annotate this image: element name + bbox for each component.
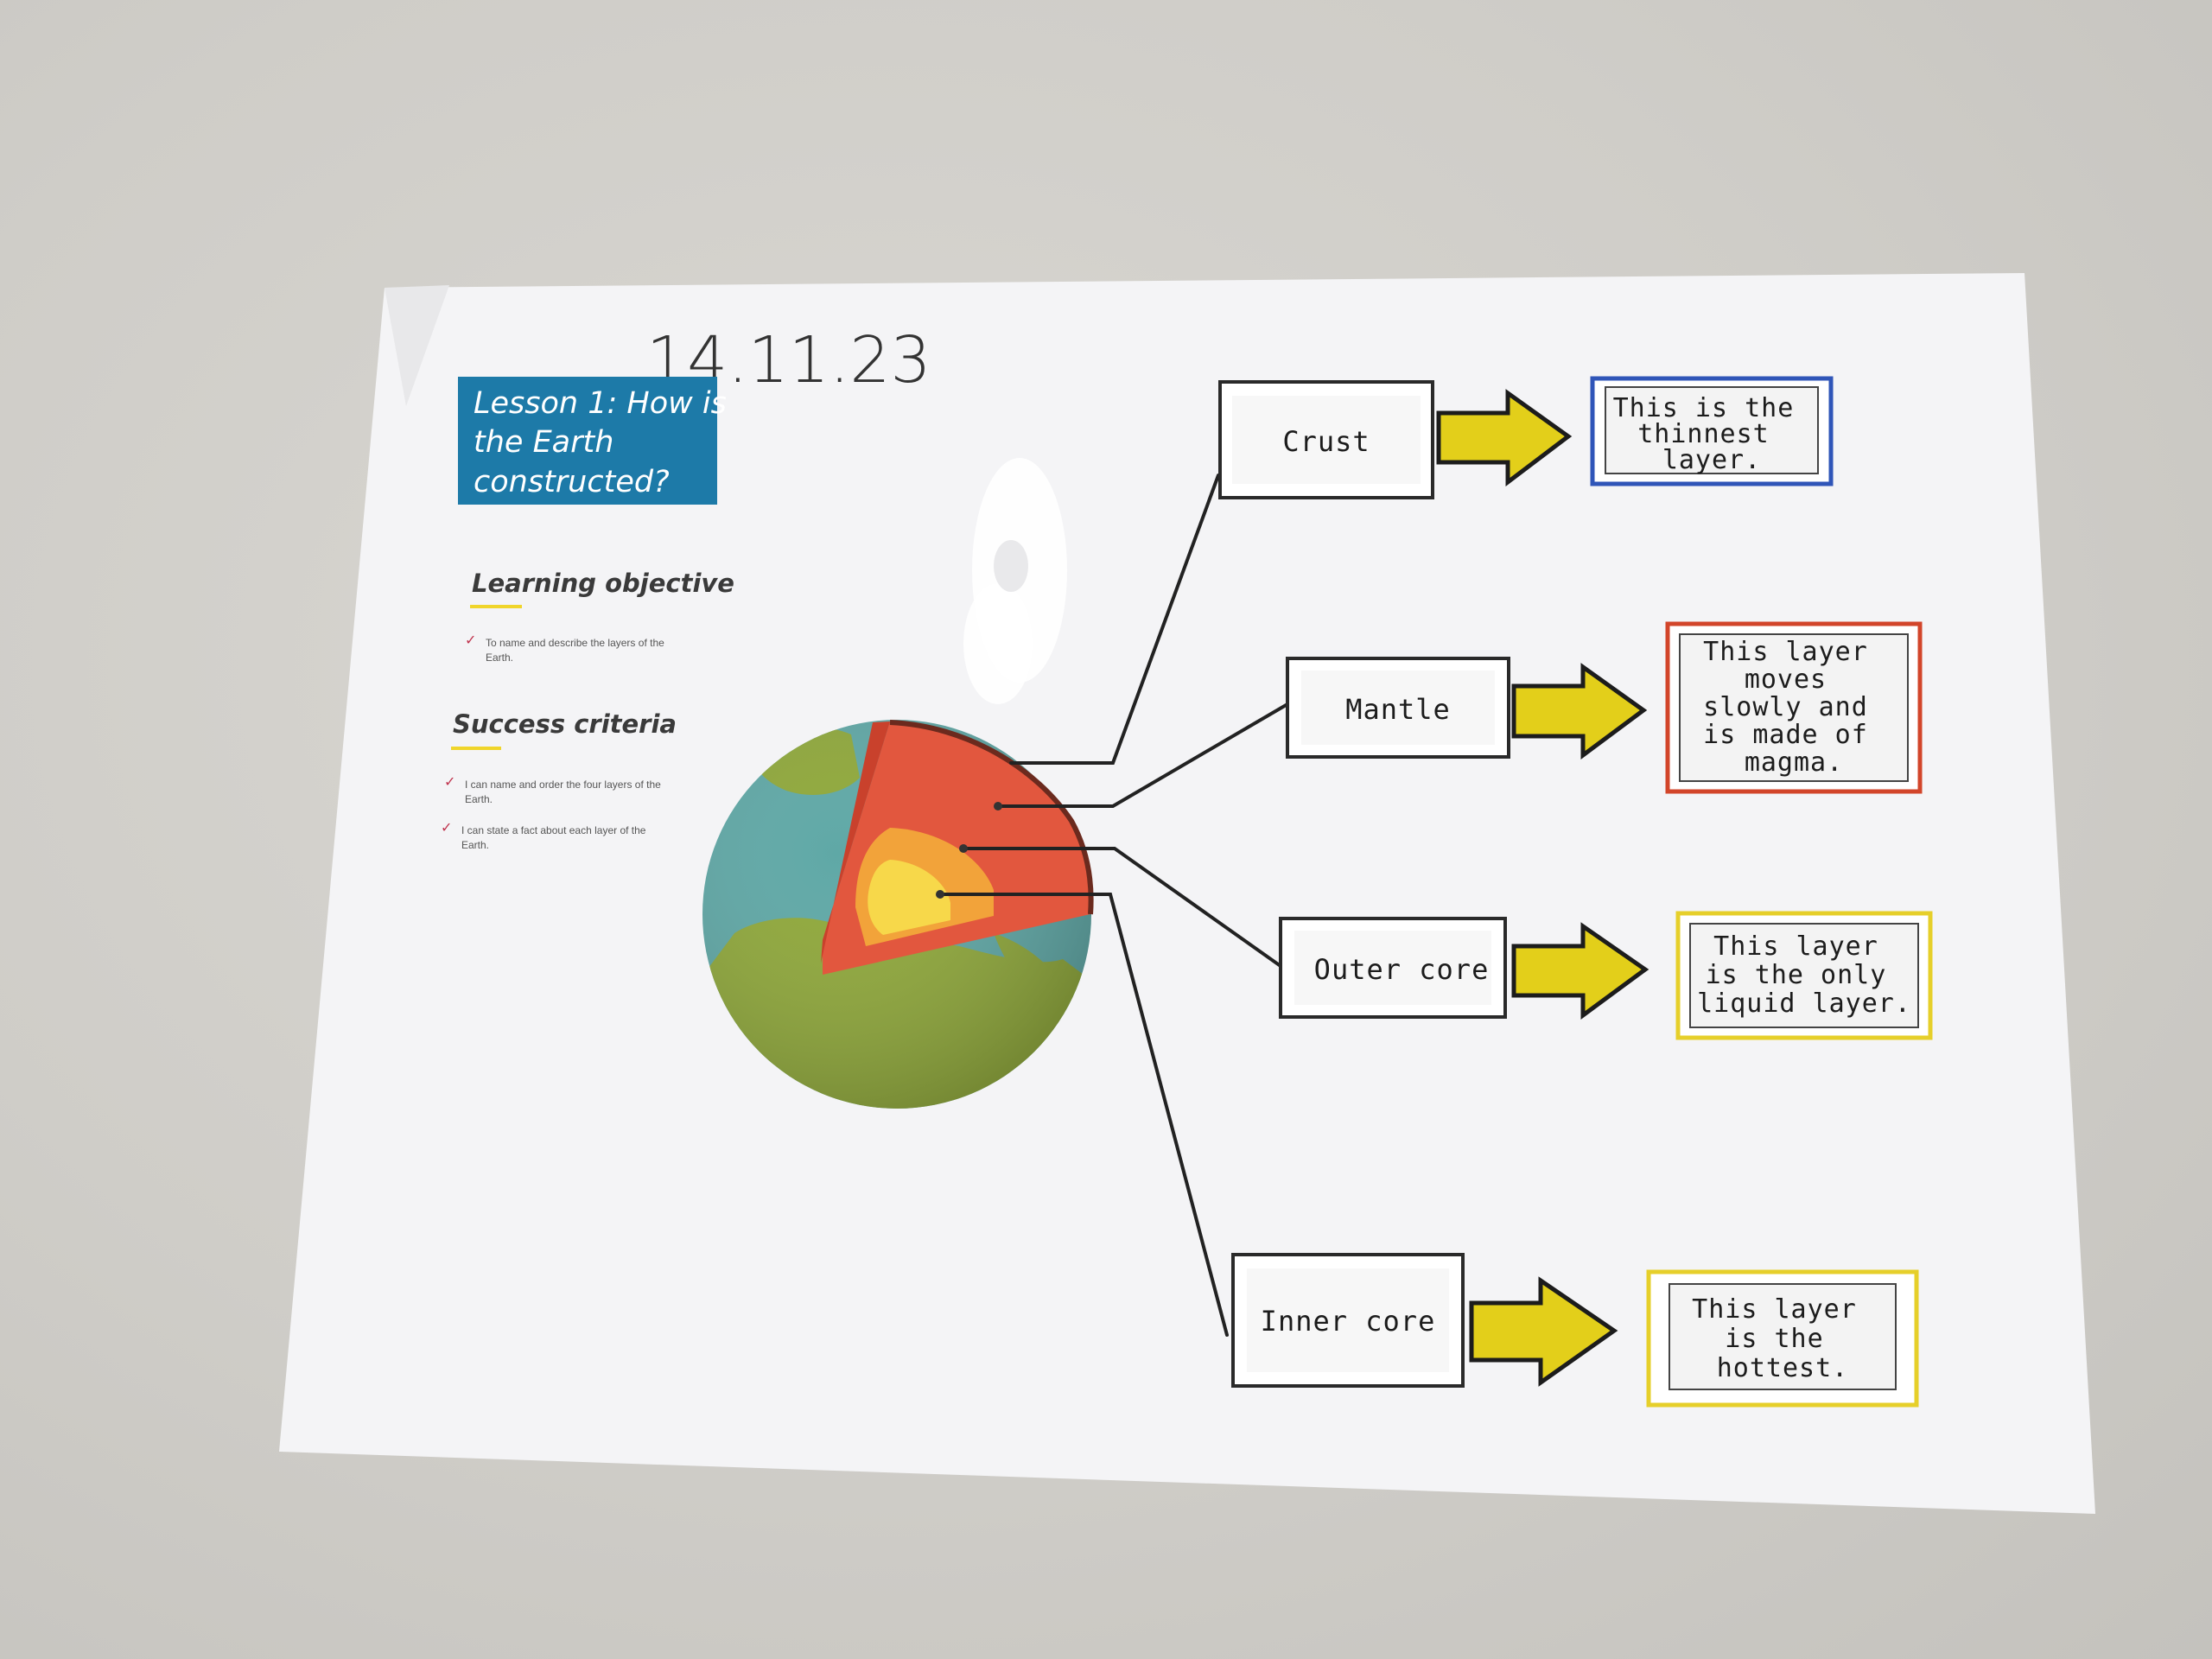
outer-core-row: Outer core This layer is the only liquid…: [1279, 911, 1933, 1040]
inner-core-connector: [938, 893, 1229, 1337]
fact-line: liquid layer.: [1697, 988, 1911, 1019]
heading-underline: [451, 747, 501, 750]
fact-line: magma.: [1745, 747, 1843, 778]
success-criteria-item: I can name and order the four layers of …: [465, 779, 664, 805]
fact-line: This layer: [1692, 1294, 1857, 1325]
crust-connector: [1009, 474, 1220, 765]
mantle-connector: [996, 702, 1289, 808]
lesson-title-line: Lesson 1: How is: [474, 386, 727, 421]
fact-line: This is the: [1613, 393, 1795, 423]
lesson-title-line: the Earth: [474, 425, 613, 460]
mantle-arrow-icon: [1511, 663, 1648, 760]
fact-line: is the only: [1706, 960, 1887, 990]
heading-underline: [470, 605, 522, 608]
lesson-title: Lesson 1: How is the Earth constructed?: [474, 386, 736, 499]
outer-core-fact: This layer is the only liquid layer.: [1697, 931, 1911, 1019]
earth-cutaway-illustration: [702, 720, 1094, 1109]
outer-core-connector: [962, 847, 1282, 968]
fact-line: moves: [1745, 664, 1827, 695]
fact-line: is the: [1725, 1324, 1823, 1354]
mantle-fact: This layer moves slowly and is made of m…: [1703, 637, 1885, 778]
paper-sheet: [279, 273, 2095, 1514]
fact-line: hottest.: [1717, 1353, 1849, 1383]
inner-core-label: Inner core: [1261, 1305, 1436, 1338]
success-criteria-heading: Success criteria: [453, 709, 677, 739]
tick-icon: ✓: [465, 632, 476, 648]
crust-arrow-icon: [1436, 389, 1573, 487]
outer-core-label: Outer core: [1314, 953, 1490, 986]
connector-lines: [936, 474, 1289, 1337]
inner-core-section: [868, 860, 950, 935]
mantle-label: Mantle: [1345, 693, 1451, 726]
fact-line: slowly and: [1703, 692, 1868, 722]
inner-core-fact: This layer is the hottest.: [1692, 1294, 1873, 1383]
fact-line: layer.: [1662, 445, 1761, 475]
fact-line: This layer: [1713, 931, 1878, 962]
crust-label: Crust: [1282, 425, 1370, 458]
learning-objective-item: To name and describe the layers of the E…: [486, 637, 667, 664]
fact-line: This layer: [1703, 637, 1868, 667]
tick-icon: ✓: [441, 819, 452, 836]
fact-line: is made of: [1703, 720, 1868, 750]
learning-objective-heading: Learning objective: [472, 569, 734, 598]
paper-fold: [385, 285, 449, 406]
success-criteria-item: I can state a fact about each layer of t…: [461, 824, 649, 851]
lesson-title-banner: [458, 377, 717, 505]
outer-core-arrow-icon: [1511, 922, 1649, 1020]
mantle-row: Mantle This layer moves slowly and is ma…: [1286, 621, 1923, 794]
crust-row: Crust This is the thinnest layer.: [1218, 376, 1834, 499]
glue-smudge: [963, 458, 1067, 704]
inner-core-arrow-icon: [1469, 1276, 1618, 1387]
tick-icon: ✓: [444, 773, 455, 790]
crust-fact: This is the thinnest layer.: [1613, 393, 1811, 475]
lesson-title-line: constructed?: [474, 465, 670, 499]
crust-rim: [889, 720, 1094, 915]
inner-core-row: Inner core This layer is the hottest.: [1231, 1253, 1919, 1408]
fact-line: thinnest: [1637, 419, 1770, 449]
